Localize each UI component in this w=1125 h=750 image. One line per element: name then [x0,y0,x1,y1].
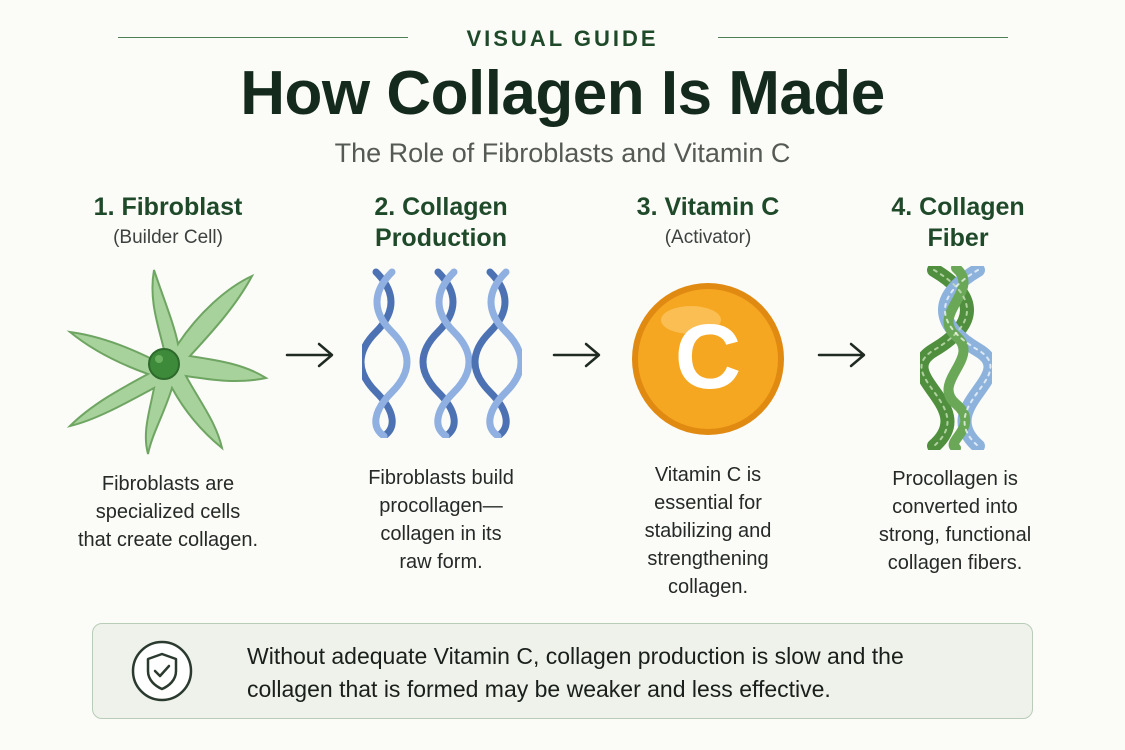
cell-nucleus [148,348,180,380]
vitamin-c-shine [661,306,721,334]
step-description: Procollagen is converted into strong, fu… [830,465,1080,577]
step-title: Production [375,224,507,252]
strand-group [362,268,411,438]
step-subtitle: (Activator) [664,227,752,248]
note-line: collagen that is formed may be weaker an… [247,676,831,702]
strand-group [419,268,473,438]
step-description: Vitamin C is essential for stabilizing a… [583,461,833,601]
step-collagen-fiber: 4. Collagen Fiber [833,192,1083,254]
description-line: collagen. [667,576,749,598]
step-title: 2. Collagen [374,193,508,221]
nucleus-highlight [155,355,163,363]
description-line: procollagen— [379,495,503,517]
eyebrow-rule-right [718,37,1008,38]
description-line: Fibroblasts are [101,473,235,495]
step-vitamin-c: 3. Vitamin C (Activator) [583,192,833,253]
step-subtitle: (Builder Cell) [113,227,223,248]
step-description: Fibroblasts build procollagen— collagen … [316,464,566,576]
note-line: Without adequate Vitamin C, collagen pro… [247,643,904,669]
description-line: stabilizing and [644,520,772,542]
vitamin-c-letter: C [675,306,741,408]
description-line: collagen in its [380,523,502,545]
collagen-fiber-icon [920,266,992,450]
shield-check-icon [131,640,193,702]
arrow-right-icon [285,342,334,368]
vitamin-c-icon: C [632,283,784,435]
fibroblast-cell-icon [66,269,269,455]
note-text: Without adequate Vitamin C, collagen pro… [247,640,1007,706]
step-title: Fiber [927,224,989,252]
eyebrow-label: VISUAL GUIDE [466,26,659,51]
eyebrow-row: VISUAL GUIDE [0,22,1125,54]
description-line: collagen fibers. [887,552,1023,574]
arrow-right-icon [817,342,866,368]
step-title: 4. Collagen [891,193,1025,221]
description-line: Procollagen is [892,468,1018,490]
description-line: specialized cells [95,501,241,523]
page-title: How Collagen Is Made [240,59,885,128]
step-title: 3. Vitamin C [636,193,780,221]
vitamin-c-note: Without adequate Vitamin C, collagen pro… [92,623,1033,719]
procollagen-strands-icon [362,268,522,438]
fiber-strand [943,266,971,450]
step-collagen-production: 2. Collagen Production [316,192,566,254]
description-line: strong, functional [878,524,1032,546]
description-line: that create collagen. [77,529,259,551]
description-line: strengthening [647,548,769,570]
arrow-right-icon [552,342,601,368]
eyebrow-rule-left [118,37,408,38]
step-description: Fibroblasts are specialized cells that c… [43,470,293,554]
strand-group [471,268,522,438]
page-subtitle: The Role of Fibroblasts and Vitamin C [334,138,791,168]
step-title: 1. Fibroblast [93,193,243,221]
description-line: converted into [892,496,1018,518]
description-line: Fibroblasts build [368,467,514,489]
description-line: Vitamin C is [654,464,762,486]
description-line: raw form. [399,551,483,573]
description-line: essential for [654,492,762,514]
step-fibroblast: 1. Fibroblast (Builder Cell) [43,192,293,253]
